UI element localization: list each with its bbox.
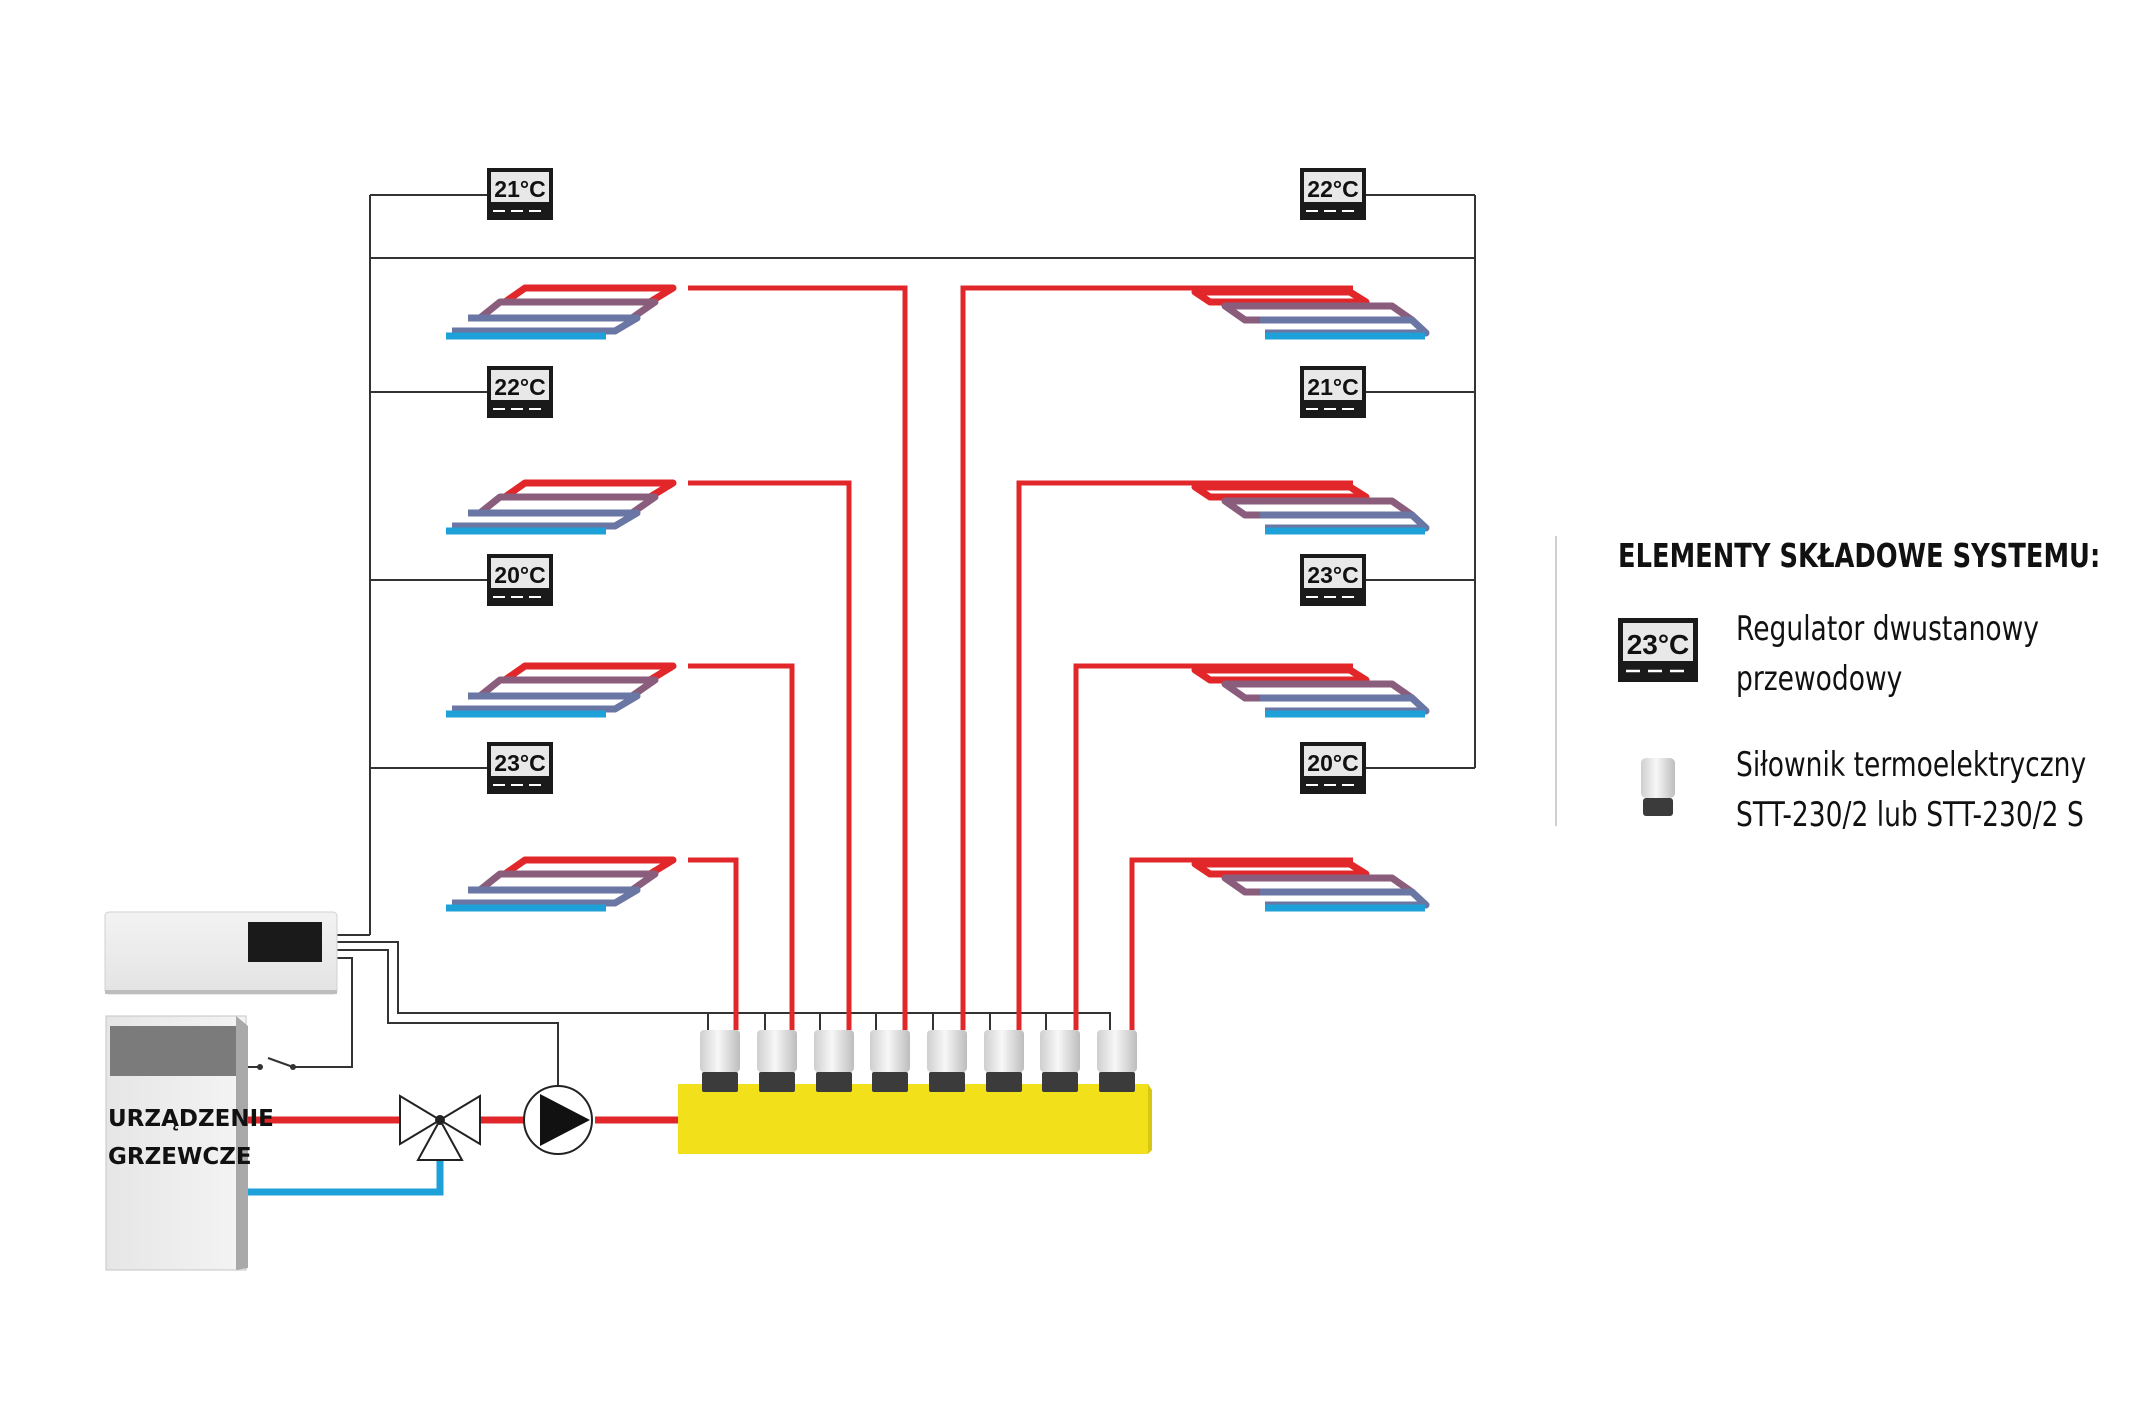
regulator-temp: 20°C <box>494 562 545 588</box>
legend-regulator-text: Regulator dwustanowy przewodowy <box>1736 604 2039 704</box>
heating-device-label-line1: URZĄDZENIE <box>108 1106 274 1132</box>
control-unit <box>104 911 338 995</box>
three-way-valve[interactable] <box>399 1094 481 1161</box>
heating-device-label: URZĄDZENIE GRZEWCZE <box>108 1100 274 1176</box>
heating-loop-right <box>1191 288 1430 340</box>
actuator-icon <box>700 1030 740 1092</box>
heating-loop-left-3 <box>446 662 677 718</box>
control-unit-display <box>248 922 322 962</box>
control-wiring <box>248 194 1476 1090</box>
legend-actuator-text: Siłownik termoelektryczny STT-230/2 lub … <box>1736 740 2086 840</box>
regulator[interactable]: 21°C <box>1300 366 1366 418</box>
regulator-temp: 23°C <box>1307 562 1358 588</box>
regulator[interactable]: 21°C <box>487 168 553 220</box>
heating-loop-left-2 <box>446 479 677 535</box>
regulator[interactable]: 22°C <box>487 366 553 418</box>
regulator-temp: 21°C <box>494 176 545 202</box>
heating-device <box>105 1015 248 1271</box>
regulator[interactable]: 20°C <box>1300 742 1366 794</box>
heating-loop-right <box>1191 666 1430 718</box>
actuator-icon <box>1641 758 1675 816</box>
legend-actuator-line1: Siłownik termoelektryczny <box>1736 745 2087 785</box>
legend-regulator-line2: przewodowy <box>1736 659 1903 699</box>
regulator-temp: 20°C <box>1307 750 1358 776</box>
legend-divider <box>1555 536 1557 826</box>
actuator-icon <box>757 1030 797 1092</box>
actuator-icon <box>927 1030 967 1092</box>
circulation-pump[interactable] <box>523 1085 593 1155</box>
heating-loop-right <box>1191 860 1430 912</box>
actuator-icon <box>984 1030 1024 1092</box>
actuators <box>700 1030 1137 1092</box>
heating-loop-left-1 <box>446 284 677 340</box>
regulator-temp: 21°C <box>1307 374 1358 400</box>
legend-actuator-line2: STT-230/2 lub STT-230/2 S <box>1736 795 2084 835</box>
legend-regulator-icon: 23°C <box>1618 618 1698 682</box>
legend-regulator-line1: Regulator dwustanowy <box>1736 609 2039 649</box>
actuator-icon <box>1040 1030 1080 1092</box>
heating-loop-right <box>1191 483 1430 535</box>
heating-device-label-line2: GRZEWCZE <box>108 1144 252 1170</box>
supply-pipes <box>688 285 1353 1030</box>
regulator-temp: 22°C <box>494 374 545 400</box>
legend-regulator-temp: 23°C <box>1627 629 1690 660</box>
regulator[interactable]: 23°C <box>1300 554 1366 606</box>
regulator-temp: 22°C <box>1307 176 1358 202</box>
regulator[interactable]: 20°C <box>487 554 553 606</box>
legend-title: ELEMENTY SKŁADOWE SYSTEMU: <box>1618 536 2101 575</box>
manifold <box>678 1084 1152 1154</box>
actuator-icon <box>1097 1030 1137 1092</box>
regulator-temp: 23°C <box>494 750 545 776</box>
heating-device-panel <box>110 1026 236 1076</box>
regulator[interactable]: 23°C <box>487 742 553 794</box>
actuator-icon <box>870 1030 910 1092</box>
actuator-icon <box>814 1030 854 1092</box>
heating-loop-left-4 <box>446 856 677 912</box>
regulator[interactable]: 22°C <box>1300 168 1366 220</box>
